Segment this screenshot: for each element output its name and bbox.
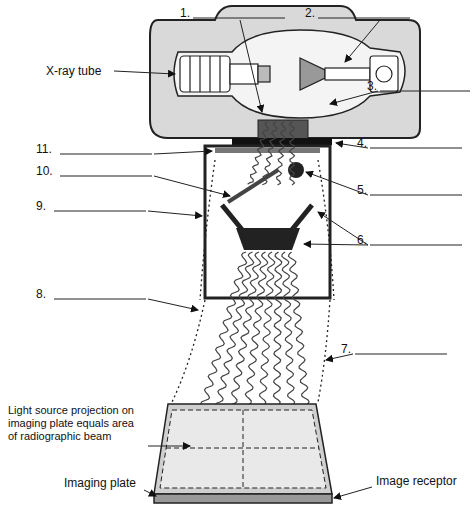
callout-number: 8.	[36, 287, 46, 301]
callout-number: 2.	[305, 6, 315, 20]
part-label: Light source projection on imaging plate…	[8, 404, 146, 443]
x-ray-wave	[290, 122, 295, 185]
callout-number: 6.	[357, 233, 367, 247]
light-field	[172, 160, 334, 402]
part-label: Imaging plate	[64, 476, 136, 490]
part-label: X-ray tube	[46, 64, 101, 78]
callout-number: 9.	[36, 199, 46, 213]
lead-shield	[222, 205, 244, 232]
callout-number: 4.	[357, 136, 367, 150]
image-receptor	[154, 404, 332, 503]
lead-shield	[290, 205, 312, 232]
cathode	[180, 56, 270, 92]
mirror	[228, 170, 278, 202]
anode	[300, 56, 398, 92]
lens	[236, 228, 300, 250]
x-ray-wave	[262, 122, 277, 185]
x-ray-wave	[277, 122, 286, 185]
filter	[215, 148, 320, 153]
glass-envelope	[174, 30, 405, 118]
answer-blank	[54, 18, 470, 354]
callout-number: 1.	[180, 6, 190, 20]
tube-housing	[150, 6, 420, 138]
callout-number: 3.	[367, 79, 377, 93]
leader-line	[114, 20, 380, 498]
callout-number: 5.	[357, 183, 367, 197]
callout-number: 11.	[36, 142, 52, 156]
collimator-housing	[205, 146, 330, 298]
callout-number: 10.	[36, 164, 53, 178]
part-label: Image receptor	[376, 474, 457, 488]
callout-number: 7.	[341, 342, 351, 356]
